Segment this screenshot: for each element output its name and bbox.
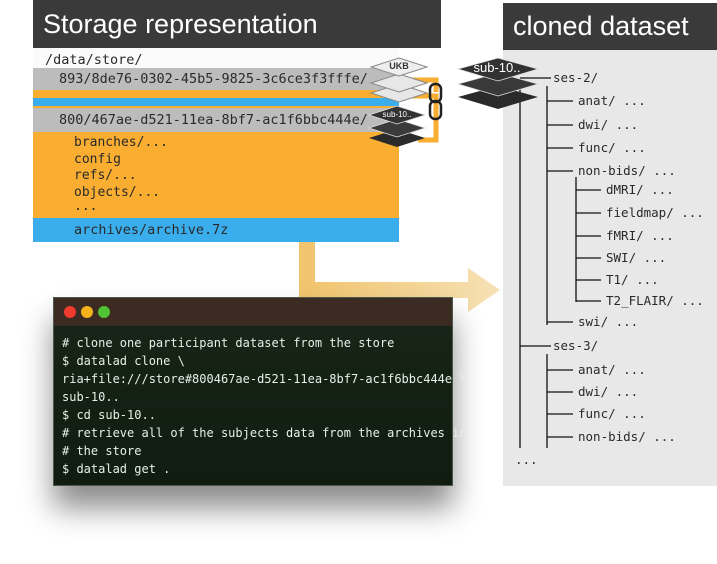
tree-func: func/ ... bbox=[578, 140, 646, 155]
blue-strip bbox=[33, 98, 399, 106]
tree-ses-2: ses-2/ bbox=[553, 70, 599, 85]
terminal-line: ria+file:///store#800467ae-d521-11ea-8bf… bbox=[62, 372, 467, 386]
tree-t1: T1/ ... bbox=[606, 272, 659, 287]
ukb-stack-icon bbox=[369, 57, 429, 103]
ukb-label: UKB bbox=[389, 61, 409, 71]
clone-tree-panel: ses-2/ anat/ ... dwi/ ... func/ ... non-… bbox=[503, 50, 717, 486]
sub-stack-large-icon bbox=[456, 57, 540, 109]
store-path: /data/store/ bbox=[45, 52, 143, 68]
tree-fieldmap: fieldmap/ ... bbox=[606, 205, 704, 220]
tree-anat-3: anat/ ... bbox=[578, 362, 646, 377]
terminal-titlebar bbox=[54, 298, 452, 326]
tree-t2-flair: T2_FLAIR/ ... bbox=[606, 293, 704, 308]
dataset-id-ukb: 893/8de76-0302-45b5-9825-3c6ce3f3fffe/ bbox=[33, 68, 399, 90]
tree-dwi: dwi/ ... bbox=[578, 117, 639, 132]
tree-dwi-3: dwi/ ... bbox=[578, 384, 639, 399]
tree-fmri: fMRI/ ... bbox=[606, 228, 674, 243]
tree-swi-upper: SWI/ ... bbox=[606, 250, 667, 265]
archive-file: archives/archive.7z bbox=[33, 218, 399, 242]
tree-anat: anat/ ... bbox=[578, 93, 646, 108]
dataset-id-sub: 800/467ae-d521-11ea-8bf7-ac1f6bbc444e/ bbox=[33, 108, 399, 132]
terminal-line: $ datalad get . bbox=[62, 462, 171, 476]
terminal-line: $ datalad clone \ bbox=[62, 354, 185, 368]
storage-panel: /data/store/ 893/8de76-0302-45b5-9825-3c… bbox=[33, 48, 399, 242]
tree-more: ... bbox=[515, 452, 538, 467]
clone-title: cloned dataset bbox=[503, 3, 717, 50]
branches-item: branches/... bbox=[74, 135, 168, 150]
refs-item: refs/... bbox=[74, 168, 137, 183]
terminal-window: # clone one participant dataset from the… bbox=[53, 297, 467, 486]
terminal-line: $ cd sub-10.. bbox=[62, 408, 156, 422]
sub-large-label: sub-10.. bbox=[473, 60, 521, 75]
sub-small-label: sub-10.. bbox=[382, 110, 412, 119]
sub-stack-small-icon bbox=[367, 105, 427, 147]
terminal-line: # retrieve all of the subjects data from… bbox=[62, 426, 467, 440]
minimize-button[interactable] bbox=[81, 306, 93, 318]
maximize-button[interactable] bbox=[98, 306, 110, 318]
objects-item: objects/... bbox=[74, 185, 161, 200]
chain-link-icon bbox=[428, 82, 443, 121]
tree-non-bids: non-bids/ ... bbox=[578, 163, 676, 178]
config-item: config bbox=[74, 152, 121, 167]
tree-lines bbox=[519, 77, 601, 448]
close-button[interactable] bbox=[64, 306, 76, 318]
ellipsis-item: ... bbox=[74, 199, 98, 214]
terminal-line: # clone one participant dataset from the… bbox=[62, 336, 395, 350]
tree-func-3: func/ ... bbox=[578, 406, 646, 421]
storage-title: Storage representation bbox=[33, 0, 441, 48]
terminal-line: sub-10.. bbox=[62, 390, 120, 404]
tree-swi: swi/ ... bbox=[578, 314, 639, 329]
tree-non-bids-3: non-bids/ ... bbox=[578, 429, 676, 444]
dataset-contents: branches/... config refs/... objects/...… bbox=[33, 132, 399, 218]
terminal-line: # the store bbox=[62, 444, 142, 458]
tree-ses-3: ses-3/ bbox=[553, 338, 599, 353]
orange-strip bbox=[33, 90, 399, 98]
tree-dmri: dMRI/ ... bbox=[606, 182, 674, 197]
